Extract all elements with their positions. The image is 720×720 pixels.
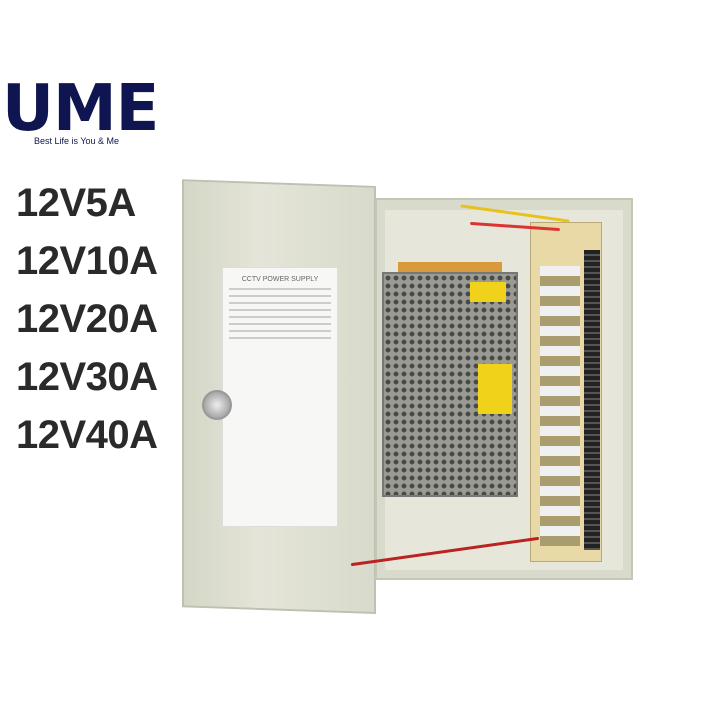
spec-sticker	[478, 364, 512, 414]
model-item: 12V20A	[16, 297, 158, 341]
model-item: 12V30A	[16, 355, 158, 399]
instruction-sheet: CCTV POWER SUPPLY	[222, 267, 338, 527]
model-item: 12V40A	[16, 413, 158, 457]
model-item: 12V5A	[16, 181, 136, 225]
power-supply-unit	[382, 272, 518, 497]
model-item: 12V10A	[16, 239, 158, 283]
brand-logo: UME Best Life is You & Me	[2, 72, 159, 150]
model-list: 12V5A 12V10A 12V20A 12V30A 12V40A	[16, 180, 158, 470]
lock-icon	[202, 390, 232, 420]
sheet-title: CCTV POWER SUPPLY	[241, 276, 319, 283]
terminal-strip	[584, 250, 600, 550]
brand-name: UME	[2, 72, 159, 146]
fuse-row	[540, 266, 580, 546]
warning-sticker	[470, 282, 506, 302]
brand-tagline: Best Life is You & Me	[34, 136, 120, 146]
